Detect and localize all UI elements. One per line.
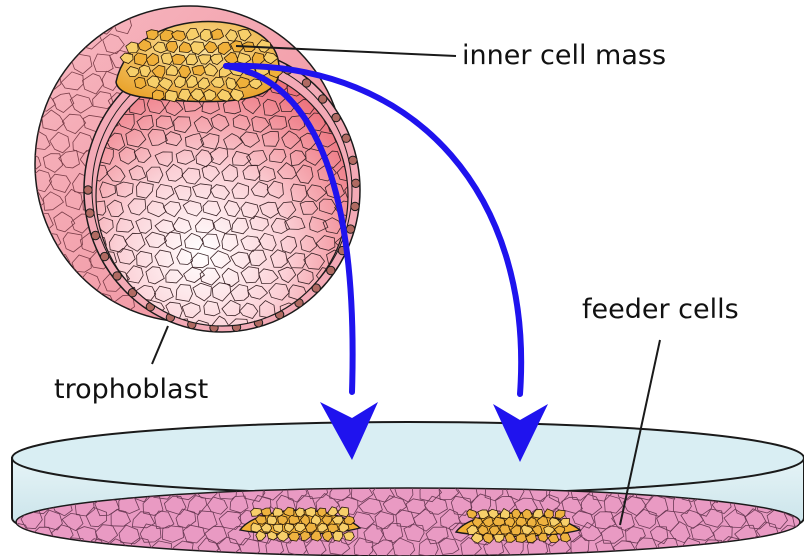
culture-dish bbox=[10, 422, 804, 556]
trophoblast-label: trophoblast bbox=[54, 374, 208, 405]
blastocyst bbox=[19, 6, 365, 336]
icm-colony-right bbox=[456, 509, 580, 544]
dish-rim bbox=[12, 422, 804, 494]
inner-cell-mass-label: inner cell mass bbox=[462, 40, 666, 71]
trophoblast-leader bbox=[152, 326, 168, 364]
feeder-cells-label: feeder cells bbox=[582, 294, 739, 325]
